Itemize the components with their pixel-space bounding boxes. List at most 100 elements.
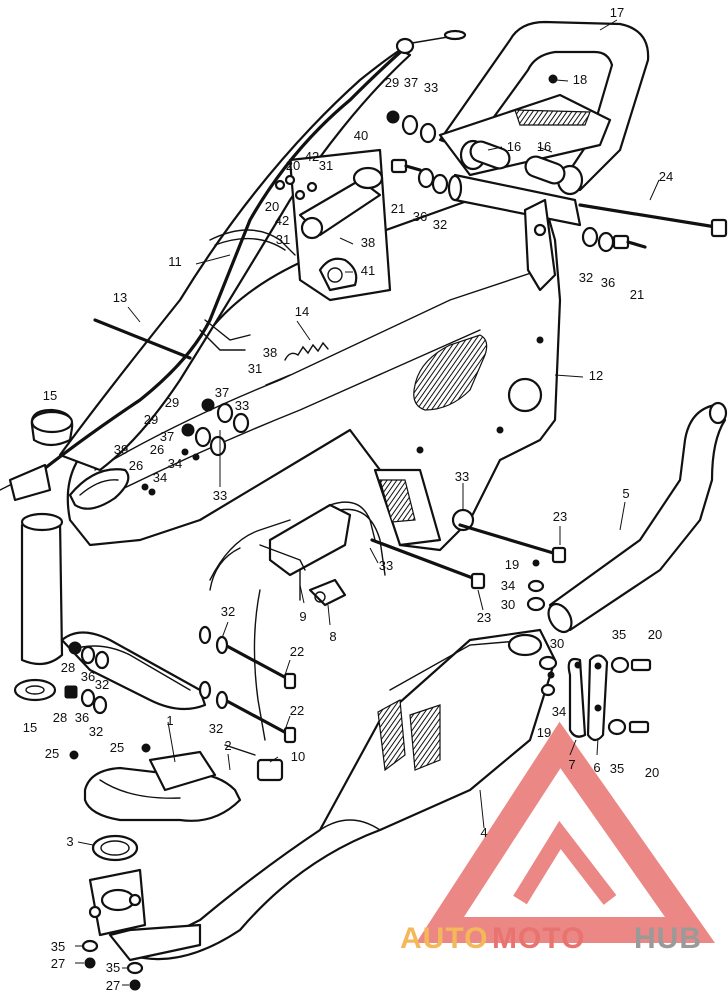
callout-9: 9 [299,609,306,624]
callout-39: 39 [114,442,128,457]
ignition-coil [259,501,386,607]
callout-2: 2 [224,738,231,753]
callout-35a: 35 [612,627,626,642]
callout-8: 8 [329,629,336,644]
callout-22b: 22 [290,703,304,718]
callout-12: 12 [589,368,603,383]
callout-41: 41 [361,263,375,278]
callout-23b: 23 [477,610,491,625]
callout-4: 4 [480,825,487,840]
callout-28b: 28 [53,710,67,725]
watermark-text-moto: MOTO [492,922,585,955]
ignition-switch-assembly [288,148,392,302]
callout-29a: 29 [385,75,399,90]
callout-29c: 29 [144,412,158,427]
callout-37a: 37 [404,75,418,90]
callout-20d: 20 [645,765,659,780]
callout-34d: 34 [552,704,566,719]
callout-33d: 33 [455,469,469,484]
callout-34a: 34 [168,456,182,471]
callout-19b: 19 [537,725,551,740]
callout-25b: 25 [110,740,124,755]
callout-33a: 33 [424,80,438,95]
callout-13: 13 [113,290,127,305]
callout-30a: 30 [501,597,515,612]
mounting-bolts [198,519,567,744]
callout-38a: 38 [361,235,375,250]
muffler-bracket [526,559,652,742]
callout-31a: 31 [319,158,333,173]
callout-33c: 33 [213,488,227,503]
callout-37c: 37 [160,429,174,444]
callout-20a: 20 [286,158,300,173]
callout-22a: 22 [290,644,304,659]
callout-17: 17 [610,5,624,20]
callout-25a: 25 [45,746,59,761]
callout-30b: 30 [550,636,564,651]
washer-cluster-front [64,641,110,715]
callout-35c: 35 [51,939,65,954]
leader-lines [75,19,660,986]
callout-27b: 27 [106,978,120,993]
callout-31b: 31 [276,232,290,247]
callout-7: 7 [568,757,575,772]
callout-33e: 33 [379,558,393,573]
callout-42a: 42 [305,149,319,164]
grab-rail [438,20,650,196]
callout-27a: 27 [51,956,65,971]
watermark-logo-icon [416,721,716,943]
front-downtube [20,512,207,711]
callout-36a: 36 [413,209,427,224]
rubber-rings [13,408,130,702]
callout-20b: 20 [265,199,279,214]
callout-29b: 29 [165,395,179,410]
watermark-text-hub: HUB [634,922,702,955]
callout-21b: 21 [630,287,644,302]
callout-5: 5 [622,486,629,501]
callout-36b: 36 [601,275,615,290]
callout-6: 6 [593,760,600,775]
callout-32e: 32 [89,724,103,739]
callout-36d: 36 [75,710,89,725]
callout-34b: 34 [153,470,167,485]
callout-24: 24 [659,169,673,184]
callout-1: 1 [166,713,173,728]
callout-15a: 15 [43,388,57,403]
washer-cluster-left [141,398,250,496]
callout-16a: 16 [507,139,521,154]
callout-10: 10 [291,749,305,764]
callout-33b: 33 [235,398,249,413]
watermark-text-auto: AUTO [400,922,488,955]
pivot-plate [523,198,557,292]
main-frame [66,193,562,552]
callout-32a: 32 [433,217,447,232]
callout-34c: 34 [501,578,515,593]
callout-32f: 32 [209,721,223,736]
rod-and-spring [93,318,329,386]
callout-42b: 42 [275,213,289,228]
callout-32d: 32 [95,677,109,692]
callout-16b: 16 [537,139,551,154]
callout-26a: 26 [150,442,164,457]
callout-20c: 20 [648,627,662,642]
callout-3: 3 [66,834,73,849]
washer-cluster-top [274,110,647,253]
callout-40: 40 [354,128,368,143]
exhaust-flange [81,834,202,991]
muffler [547,401,728,634]
callout-19a: 19 [505,557,519,572]
callout-11: 11 [168,254,182,269]
callout-26b: 26 [129,458,143,473]
callout-35b: 35 [610,761,624,776]
callout-15b: 15 [23,720,37,735]
callout-36c: 36 [81,669,95,684]
exhaust-chamber [128,628,557,961]
callout-35d: 35 [106,960,120,975]
callout-32c: 32 [221,604,235,619]
wiring-harness [0,29,467,502]
callout-18: 18 [573,72,587,87]
exhaust-pipe-front [69,743,284,822]
callout-38b: 38 [263,345,277,360]
callout-32b: 32 [579,270,593,285]
